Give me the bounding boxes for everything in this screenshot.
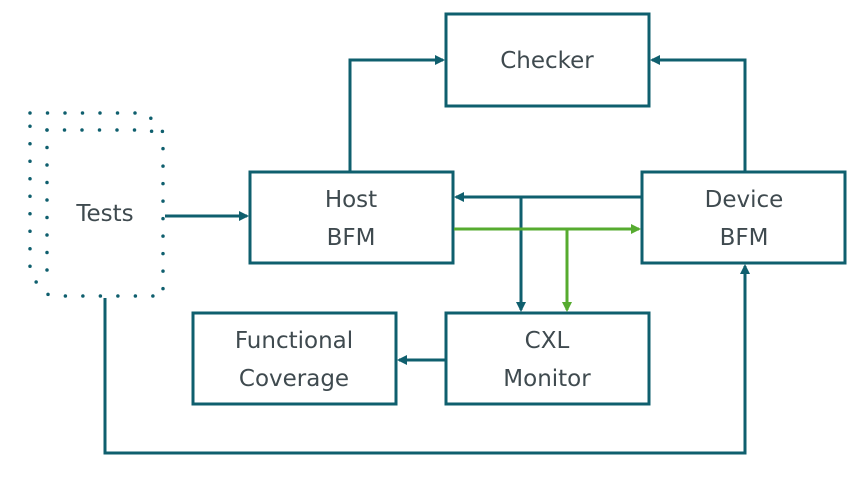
functional-coverage-label-line2: Coverage	[239, 366, 349, 392]
cxl-monitor-label-line2: Monitor	[503, 366, 591, 392]
functional-coverage-label-line1: Functional	[235, 328, 353, 354]
cxl-monitor-node: CXL Monitor	[444, 311, 651, 406]
edge-host-bfm-to-checker	[348, 55, 445, 171]
functional-coverage-node: Functional Coverage	[191, 311, 398, 406]
device-bfm-node: Device BFM	[640, 170, 847, 265]
edge-tests-to-device-bfm	[103, 264, 750, 455]
host-bfm-node: Host BFM	[248, 170, 455, 265]
tests-node: Tests	[28, 111, 165, 298]
edge-device-bfm-to-checker	[650, 55, 747, 171]
tests-label: Tests	[75, 201, 133, 227]
checker-node: Checker	[444, 12, 651, 108]
cxl-monitor-label-line1: CXL	[525, 328, 570, 354]
checker-label: Checker	[500, 48, 594, 74]
host-bfm-label-line2: BFM	[327, 225, 376, 251]
host-bfm-label-line1: Host	[325, 187, 377, 213]
device-bfm-label-line1: Device	[705, 187, 784, 213]
device-bfm-label-line2: BFM	[720, 225, 769, 251]
